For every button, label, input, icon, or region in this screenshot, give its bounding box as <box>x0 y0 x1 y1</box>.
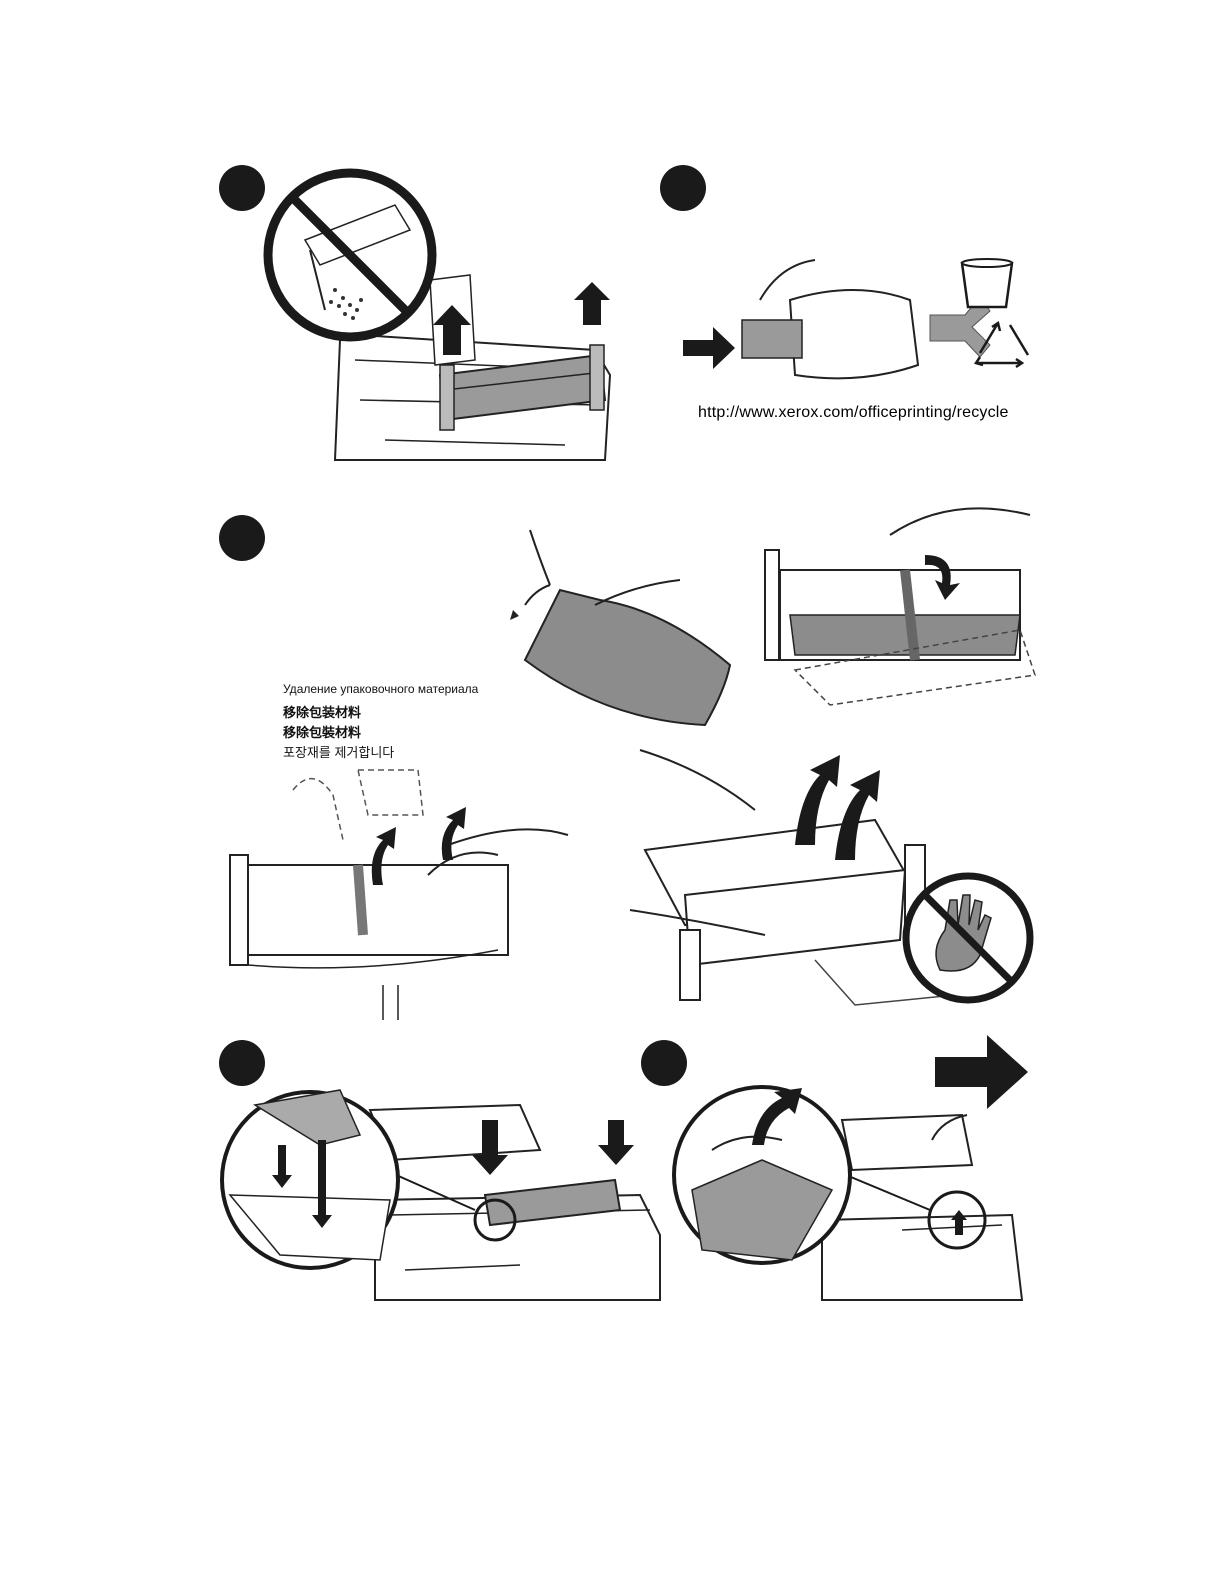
drum-tape-illustration <box>750 495 1040 715</box>
recycle-icon <box>976 323 1028 367</box>
trash-bin-icon <box>962 259 1012 307</box>
prohibited-icon <box>268 173 432 337</box>
insert-drum-illustration <box>220 1060 660 1300</box>
step-marker-3 <box>219 515 265 561</box>
bag-and-recycle-illustration <box>680 245 1050 390</box>
packaging-label-ko: 포장재를 제거합니다 <box>283 742 394 761</box>
lock-drum-illustration <box>672 1070 1022 1300</box>
packaging-label-ru: Удаление упаковочного материала <box>283 682 478 696</box>
packaging-label-zh-simplified: 移除包装材料 <box>283 702 361 721</box>
recycle-url[interactable]: http://www.xerox.com/officeprinting/recy… <box>698 404 1009 422</box>
pull-bag-illustration <box>505 530 740 730</box>
arrow-down-icon <box>472 1120 634 1175</box>
arrow-right-icon <box>683 327 735 369</box>
curved-arrow-icon <box>510 610 519 620</box>
lift-sheet-illustration <box>625 750 1035 1020</box>
arrow-up-icon <box>574 282 610 325</box>
no-touch-hand-icon <box>906 876 1030 1000</box>
step-marker-2 <box>660 165 706 211</box>
remove-drum-illustration <box>265 160 625 465</box>
packaging-label-zh-traditional: 移除包裝材料 <box>283 722 361 741</box>
step-marker-1 <box>219 165 265 211</box>
peel-tape-illustration <box>218 765 583 1025</box>
